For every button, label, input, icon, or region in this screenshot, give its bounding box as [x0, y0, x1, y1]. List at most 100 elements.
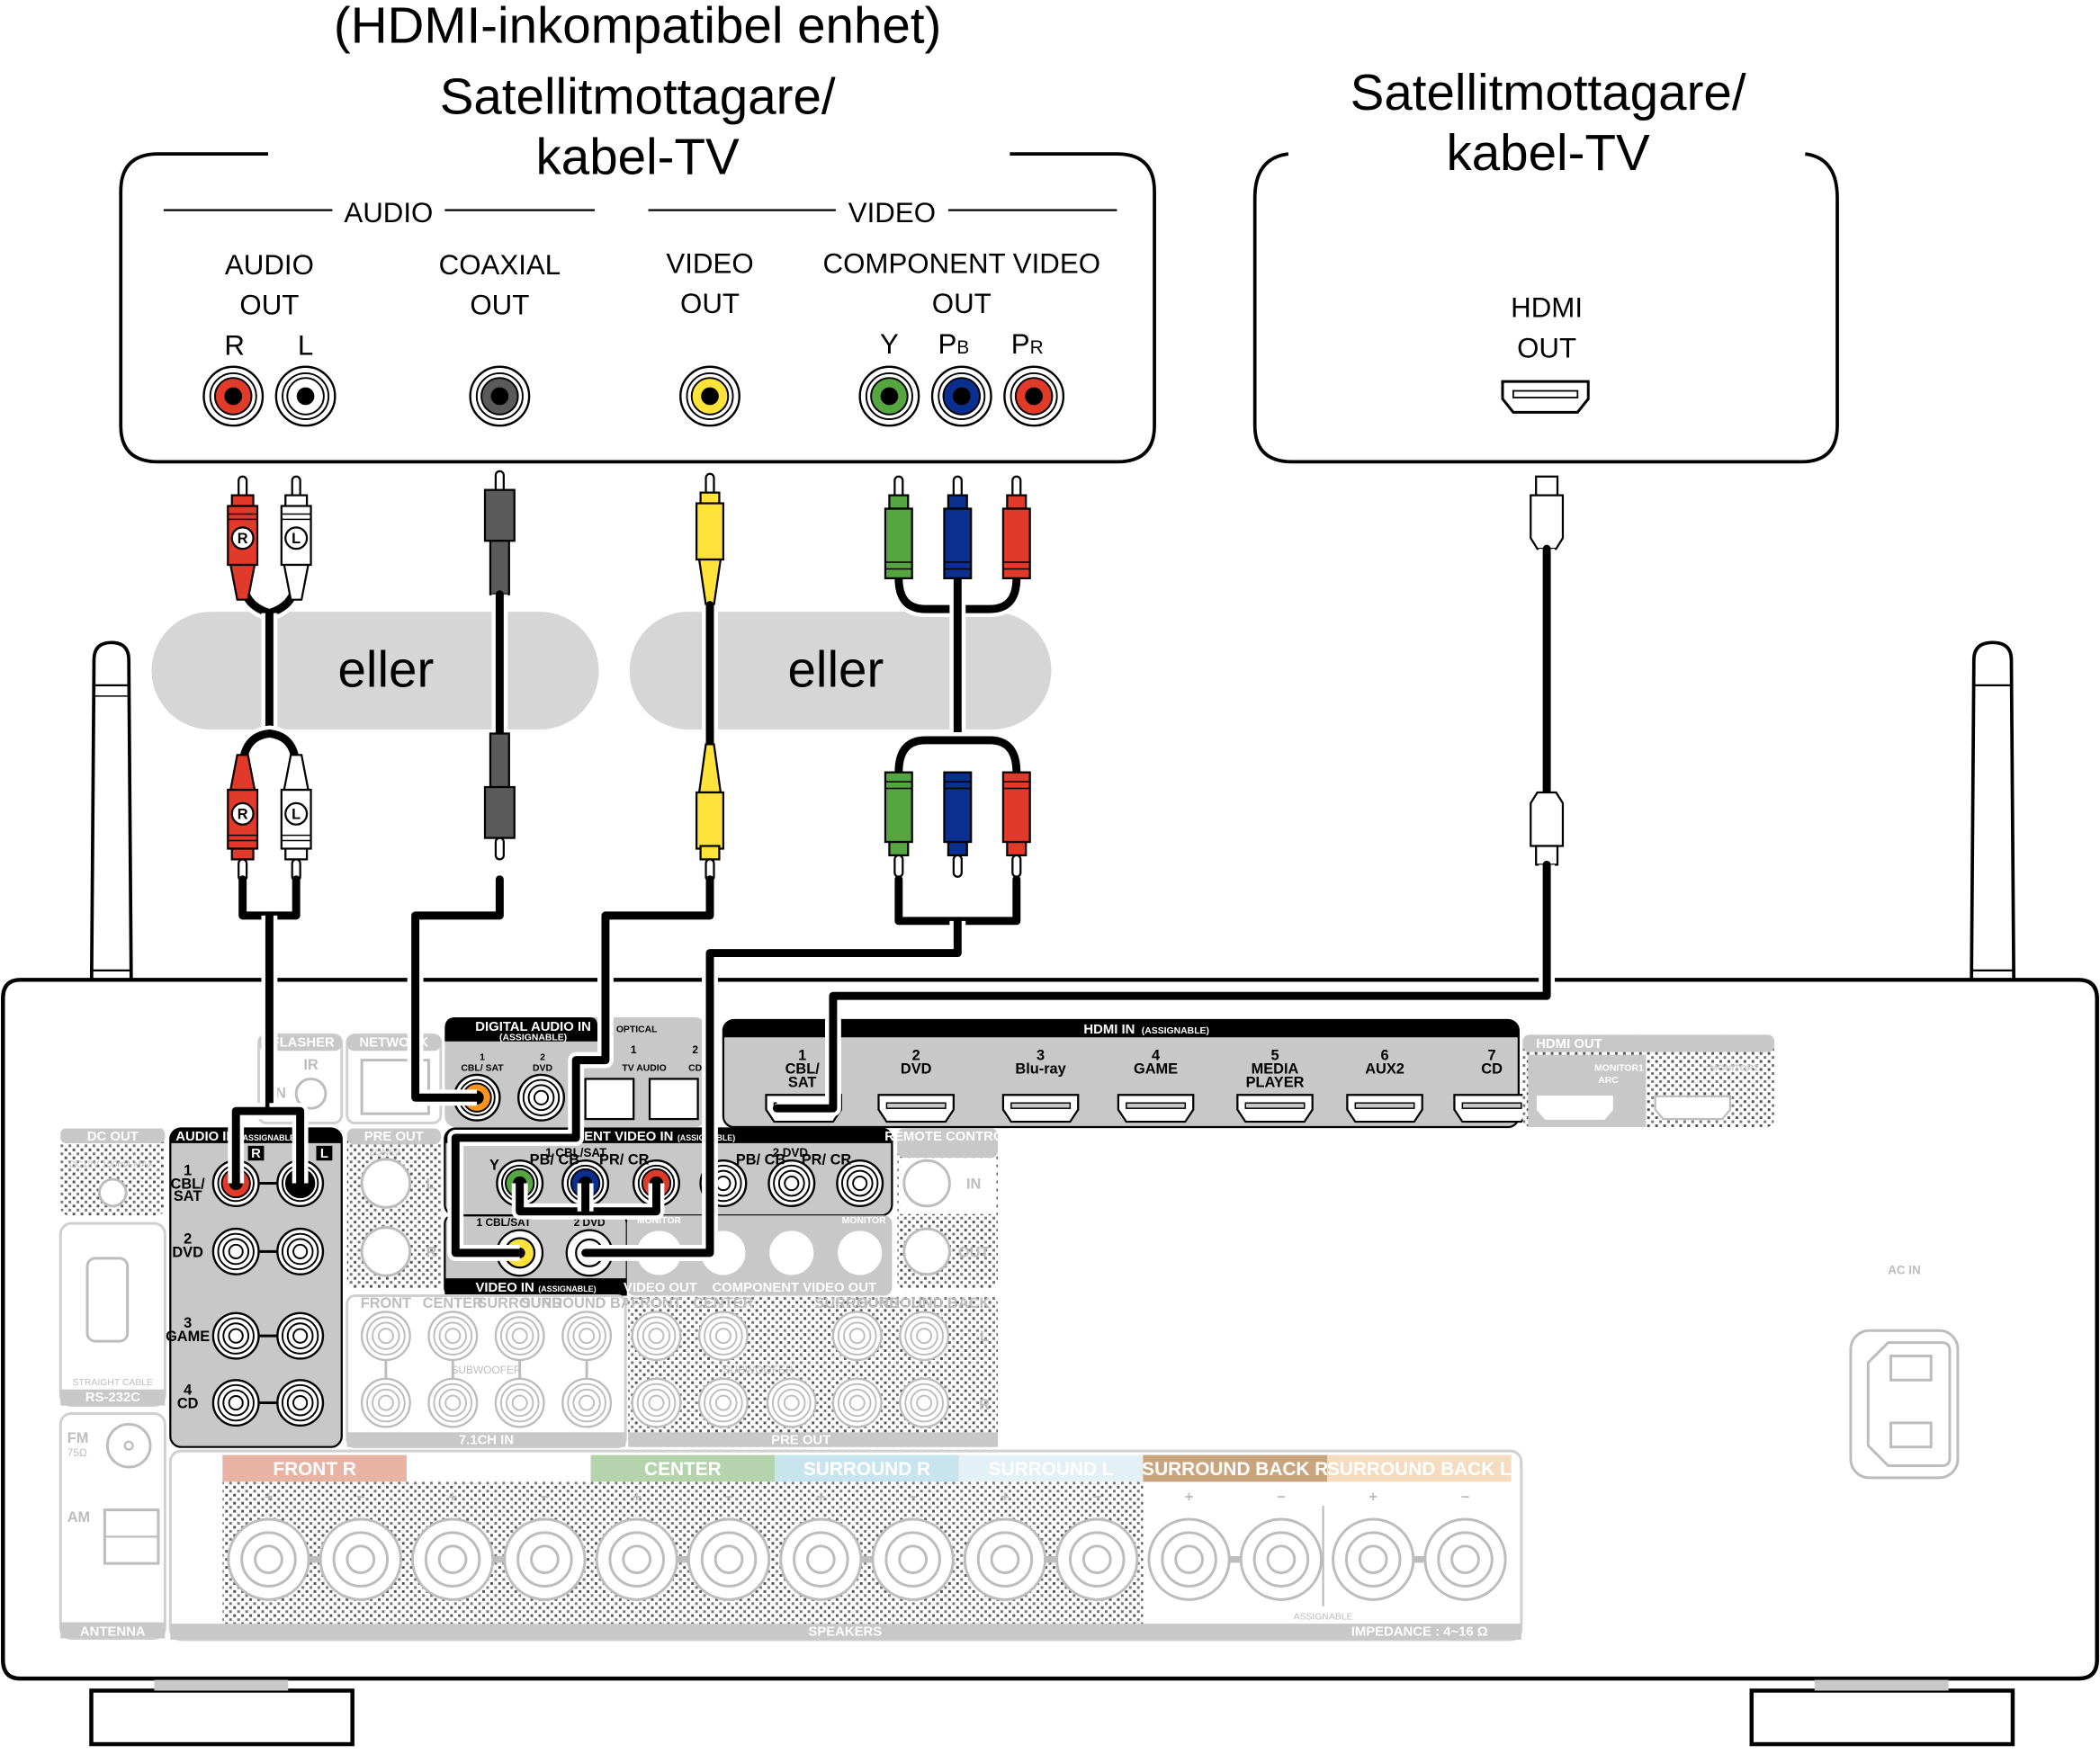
ch71-in-top-jack[interactable]	[561, 1311, 613, 1362]
svg-text:SPEAKERS: SPEAKERS	[808, 1625, 882, 1640]
preout-subwoofer2-jack[interactable]	[766, 1377, 817, 1428]
binding-post[interactable]	[1239, 1517, 1324, 1601]
hdmi-in-5-port[interactable]	[1236, 1094, 1314, 1123]
ch71-in-top-jack[interactable]	[360, 1311, 411, 1362]
label: R	[238, 531, 248, 547]
label: −	[724, 1490, 733, 1506]
binding-post[interactable]	[503, 1517, 587, 1601]
audio-in-3-l-jack[interactable]	[276, 1311, 325, 1360]
coaxial-out-jack[interactable]	[469, 365, 531, 427]
remote-out-jack[interactable]	[902, 1227, 951, 1276]
label: +	[817, 1490, 826, 1506]
component-plug-top-y[interactable]	[884, 475, 913, 579]
audio-out-l-jack[interactable]	[274, 365, 337, 427]
preout-top-jack[interactable]	[899, 1311, 950, 1362]
ch71-in-bottom-jack[interactable]	[427, 1377, 479, 1428]
hdmi-out-monitor2-port[interactable]	[1654, 1095, 1732, 1121]
binding-post[interactable]	[1423, 1517, 1507, 1601]
audio-in-3-r-jack[interactable]	[211, 1311, 260, 1360]
component-plug-top-pr[interactable]	[1001, 475, 1031, 579]
component-plug-bottom-pr[interactable]	[1001, 771, 1031, 878]
audio-plug-top-r[interactable]: R	[227, 475, 259, 601]
svg-text:COMPONENT VIDEO OUT: COMPONENT VIDEO OUT	[712, 1281, 876, 1295]
rs232c-port-icon[interactable]	[85, 1257, 130, 1343]
speaker-terminal-surround-l: SURROUND L+−	[958, 1454, 1144, 1624]
binding-post[interactable]	[319, 1517, 402, 1601]
hdmi-plug-bottom[interactable]	[1530, 791, 1565, 866]
preout-bottom-jack[interactable]	[831, 1377, 883, 1428]
binding-post[interactable]	[779, 1517, 863, 1601]
or-label-video: eller	[787, 640, 884, 697]
component-y-out-jack[interactable]	[858, 365, 920, 427]
component-pr-out-jack[interactable]	[1003, 365, 1065, 427]
preout-bottom-jack[interactable]	[899, 1377, 950, 1428]
left-device-box: AUDIO VIDEO AUDIO OUT R L COAXIAL OUT VI…	[119, 152, 1156, 464]
svg-text:ZONE2: ZONE2	[369, 1148, 400, 1158]
binding-post[interactable]	[1055, 1517, 1139, 1601]
component-in-2-pr-jack[interactable]	[836, 1159, 884, 1208]
remote-control-panel: REMOTE CONTROL IN OUT	[884, 1128, 1012, 1290]
label: GAME	[1134, 1060, 1178, 1077]
component-in-2-pb-jack[interactable]	[767, 1159, 816, 1208]
digital-coax-in-2-jack[interactable]	[517, 1073, 565, 1122]
component-pr-label: PR	[1011, 328, 1044, 360]
binding-post[interactable]	[1332, 1517, 1415, 1601]
remote-in-jack[interactable]	[902, 1159, 951, 1208]
label: PR/ CR	[599, 1152, 650, 1168]
hdmi-in-6-port[interactable]	[1346, 1094, 1423, 1123]
binding-post[interactable]	[227, 1517, 310, 1601]
preout-top-jack[interactable]	[831, 1311, 883, 1362]
hdmi-in-4-port[interactable]	[1117, 1094, 1195, 1123]
binding-post[interactable]	[871, 1517, 955, 1601]
label: −	[356, 1490, 365, 1506]
audio-plug-bottom-r[interactable]: R	[227, 754, 259, 882]
hdmi-in-7-port[interactable]	[1453, 1094, 1530, 1123]
binding-post[interactable]	[1147, 1517, 1231, 1601]
audio-in-2-l-jack[interactable]	[276, 1227, 325, 1275]
component-pb-out-jack[interactable]	[930, 365, 992, 427]
preout-bottom-jack[interactable]	[697, 1377, 749, 1428]
optical-in-1-port[interactable]	[584, 1078, 635, 1121]
hdmi-plug-top[interactable]	[1530, 475, 1565, 550]
component-plug-bottom-y[interactable]	[884, 771, 913, 878]
ch71-in-bottom-jack[interactable]	[360, 1377, 411, 1428]
video-plug-bottom[interactable]	[696, 743, 725, 882]
binding-post[interactable]	[963, 1517, 1047, 1601]
audio-in-4-l-jack[interactable]	[276, 1379, 325, 1427]
hdmi-out-monitor1-port[interactable]	[1536, 1096, 1613, 1120]
binding-post[interactable]	[595, 1517, 678, 1601]
component-pb-label: PB	[938, 328, 969, 360]
preout-top-jack[interactable]	[697, 1311, 749, 1362]
binding-post[interactable]	[687, 1517, 771, 1601]
speaker-terminal-surround-back-r: SURROUND BACK R+−	[1142, 1454, 1328, 1601]
coaxial-plug-top[interactable]	[483, 470, 516, 595]
audio-out-r-jack[interactable]	[202, 365, 265, 427]
audio-in-4-r-jack[interactable]	[211, 1379, 260, 1427]
video-out-label-2: OUT	[680, 288, 740, 319]
binding-post[interactable]	[410, 1517, 495, 1601]
fm-antenna-jack[interactable]	[105, 1422, 152, 1469]
optical-in-2-port[interactable]	[648, 1078, 699, 1121]
ch71-in-top-jack[interactable]	[494, 1311, 545, 1362]
video-plug-top[interactable]	[696, 472, 725, 606]
hdmi-out-label: HDMI	[1511, 292, 1583, 324]
preout-bottom-jack[interactable]	[631, 1377, 682, 1428]
video-out-jack[interactable]	[679, 365, 740, 427]
preout-top-jack[interactable]	[631, 1311, 682, 1362]
audio-in-2-r-jack[interactable]	[211, 1227, 260, 1275]
ch71-in-bottom-jack[interactable]	[494, 1377, 545, 1428]
component-plug-bottom-pb[interactable]	[943, 771, 973, 878]
ch71-in-top-jack[interactable]	[427, 1311, 479, 1362]
svg-text:SUBWOOFER: SUBWOOFER	[452, 1364, 522, 1376]
hdmi-in-3-port[interactable]	[1001, 1094, 1080, 1123]
audio-plug-bottom-l[interactable]: L	[280, 754, 312, 882]
svg-text:PRE OUT: PRE OUT	[364, 1130, 424, 1144]
right-device-box: HDMI OUT	[1252, 152, 1839, 464]
hdmi-in-2-port[interactable]	[877, 1094, 955, 1123]
component-plug-top-pb[interactable]	[943, 475, 973, 579]
network-port-icon[interactable]	[360, 1059, 430, 1115]
audio-plug-top-l[interactable]: L	[280, 475, 312, 601]
coaxial-plug-bottom[interactable]	[483, 732, 516, 861]
ch71-in-bottom-jack[interactable]	[561, 1377, 613, 1428]
